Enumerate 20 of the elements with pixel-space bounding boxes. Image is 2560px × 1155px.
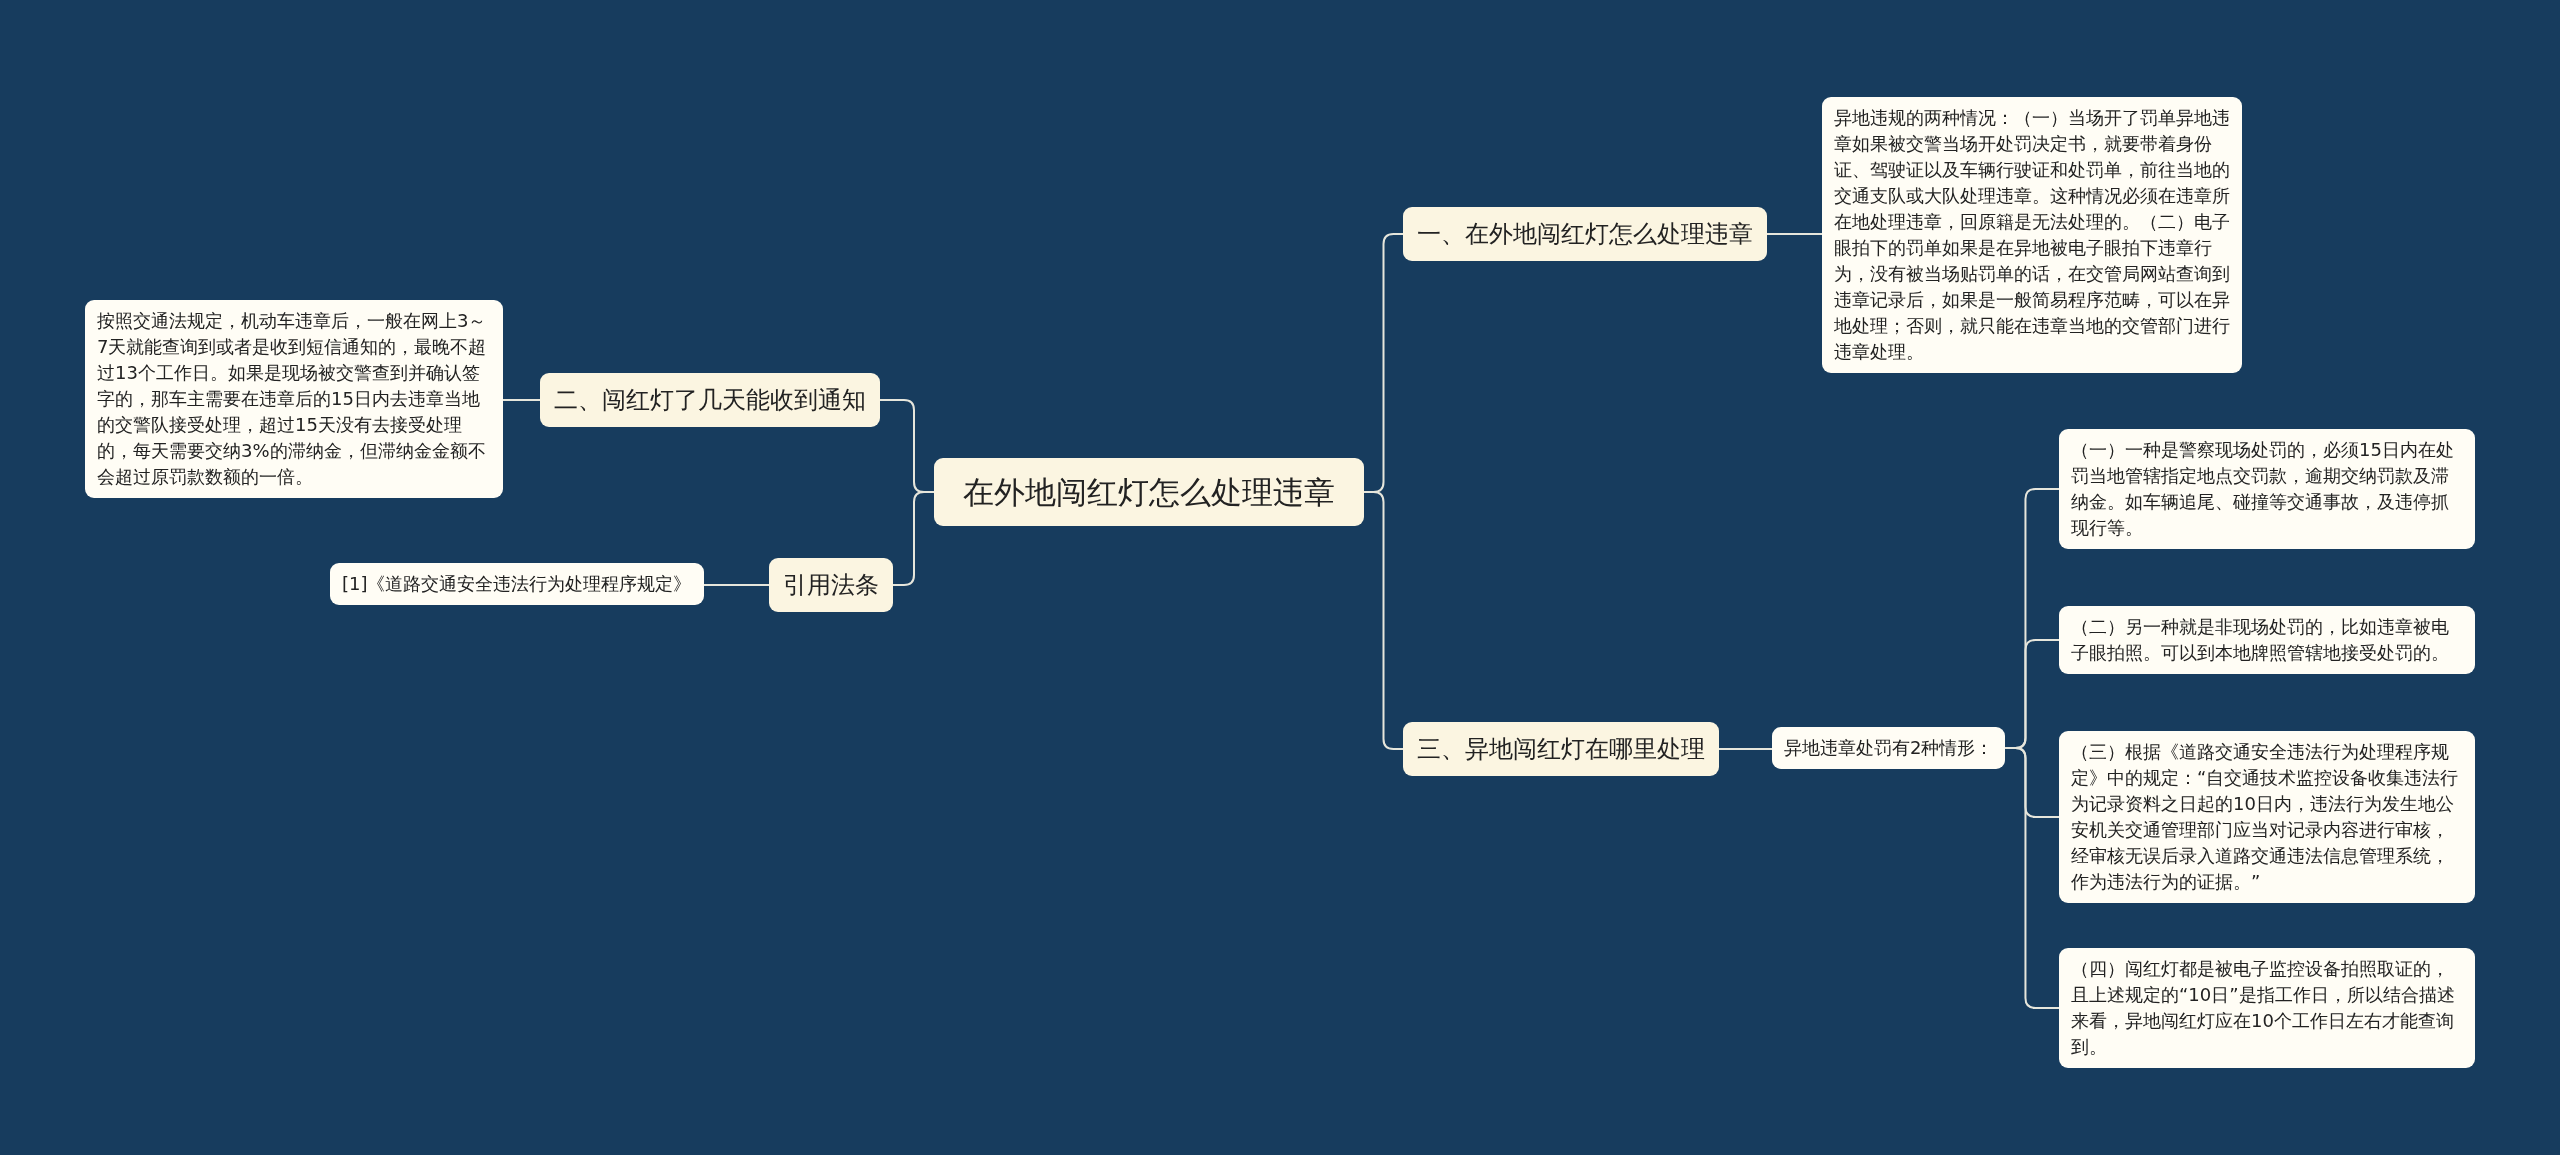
connector-line <box>1718 748 1773 750</box>
connector-line <box>892 491 935 586</box>
note-card: （二）另一种就是非现场处罚的，比如违章被电子眼拍照。可以到本地牌照管辖地接受处罚的。 <box>2059 606 2475 674</box>
branch-topic-box: 二、闯红灯了几天能收到通知 <box>540 373 880 427</box>
note-card: （一）一种是警察现场处罚的，必须15日内在处罚当地管辖指定地点交罚款，逾期交纳罚款及滞纳金。如车辆追尾、碰撞等交通事故，及违停抓现行等。 <box>2059 429 2475 549</box>
note-card: （三）根据《道路交通安全违法行为处理程序规定》中的规定：“自交通技术监控设备收集违法行为记录资料之日起的10日内，违法行为发生地公安机关交通管理部门应当对记录内容进行审核，经审核无误后录入道路交通违法信息管理系统，作为违法行为的证据。” <box>2059 731 2475 903</box>
branch-topic-box: 引用法条 <box>769 558 893 612</box>
central-topic-box: 在外地闯红灯怎么处理违章 <box>934 458 1364 526</box>
connector-line <box>1766 233 1823 235</box>
note-card: [1]《道路交通安全违法行为处理程序规定》 <box>330 563 704 605</box>
note-card: 异地违规的两种情况：（一）当场开了罚单异地违章如果被交警当场开处罚决定书，就要带着身份证、驾驶证以及车辆行驶证和处罚单，前往当地的交通支队或大队处理违章。这种情况必须在违章所在地处理违章，回原籍是无法处理的。（二）电子眼拍下的罚单如果是在异地被电子眼拍下违章行为，没有被当场贴罚单的话，在交管局网站查询到违章记录后，如果是一般简易程序范畴，可以在异地处理；否则，就只能在违章当地的交管部门进行违章处理。 <box>1822 97 2242 373</box>
connector-line <box>702 584 770 586</box>
connector-line <box>1363 491 1404 750</box>
branch-topic-box: 三、异地闯红灯在哪里处理 <box>1403 722 1719 776</box>
connector-line <box>2004 747 2060 1009</box>
note-card: 按照交通法规定，机动车违章后，一般在网上3～7天就能查询到或者是收到短信通知的，最晚不超过13个工作日。如果是现场被交警查到并确认签字的，那车主需要在违章后的15日内去违章当地的交警队接受处理，超过15天没有去接受处理的，每天需要交纳3%的滞纳金，但滞纳金金额不会超过原罚款数额的一倍。 <box>85 300 503 498</box>
connector-line <box>502 399 541 401</box>
note-card: （四）闯红灯都是被电子监控设备拍照取证的，且上述规定的“10日”是指工作日，所以结合描述来看，异地闯红灯应在10个工作日左右才能查询到。 <box>2059 948 2475 1068</box>
note-card: 异地违章处罚有2种情形： <box>1772 727 2006 769</box>
branch-topic-box: 一、在外地闯红灯怎么处理违章 <box>1403 207 1767 261</box>
